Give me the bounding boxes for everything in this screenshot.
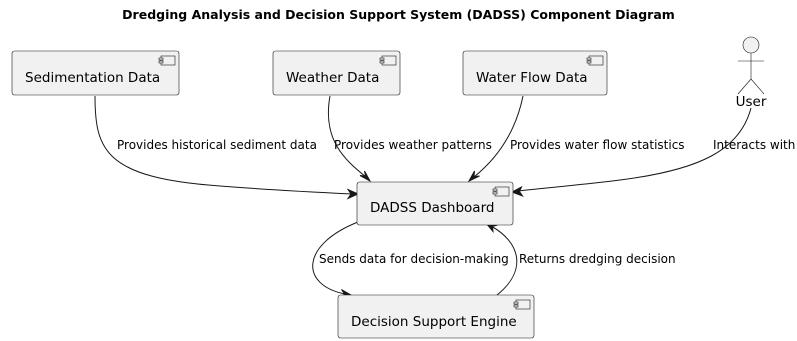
edge-label-dashboard-engine: Sends data for decision-making xyxy=(319,252,509,266)
node-label: Decision Support Engine xyxy=(351,314,517,330)
arrow-head-icon xyxy=(359,170,372,183)
arrow-head-icon xyxy=(510,185,524,198)
user-actor-icon xyxy=(737,36,765,95)
arrow-head-icon xyxy=(467,170,480,183)
actor-label: User xyxy=(736,94,767,110)
component-icon xyxy=(379,55,397,66)
edge-sediment-to-dashboard: Provides historical sediment data xyxy=(94,95,360,200)
component-decision-support-engine[interactable]: Decision Support Engine xyxy=(337,294,535,339)
component-icon xyxy=(513,299,531,310)
component-dadss-dashboard[interactable]: DADSS Dashboard xyxy=(356,181,514,226)
component-icon xyxy=(492,186,510,197)
node-label: Sedimentation Data xyxy=(25,70,160,86)
component-icon xyxy=(158,55,176,66)
component-icon xyxy=(586,55,604,66)
edge-flow-to-dashboard: Provides water flow statistics xyxy=(467,95,685,183)
component-weather-data[interactable]: Weather Data xyxy=(272,50,401,96)
node-label: Water Flow Data xyxy=(476,70,588,86)
component-water-flow-data[interactable]: Water Flow Data xyxy=(462,50,608,96)
edge-label-engine-dashboard: Returns dredging decision xyxy=(519,252,676,266)
node-label: Weather Data xyxy=(286,70,379,86)
edge-label-user: Interacts with xyxy=(713,138,795,152)
node-label: DADSS Dashboard xyxy=(370,200,494,216)
arrow-head-icon xyxy=(346,188,360,200)
diagram-title: Dredging Analysis and Decision Support S… xyxy=(122,7,675,22)
edge-weather-to-dashboard: Provides weather patterns xyxy=(328,95,492,183)
edge-user-to-dashboard: Interacts with xyxy=(510,107,795,198)
edge-dashboard-to-engine: Sends data for decision-making xyxy=(312,221,509,300)
edge-label-weather: Provides weather patterns xyxy=(334,138,492,152)
edge-label-flow: Provides water flow statistics xyxy=(510,138,685,152)
component-sedimentation-data[interactable]: Sedimentation Data xyxy=(11,50,180,96)
actor-user[interactable]: User xyxy=(736,36,767,110)
edge-engine-to-dashboard: Returns dredging decision xyxy=(484,222,676,296)
edge-label-sediment: Provides historical sediment data xyxy=(117,138,317,152)
